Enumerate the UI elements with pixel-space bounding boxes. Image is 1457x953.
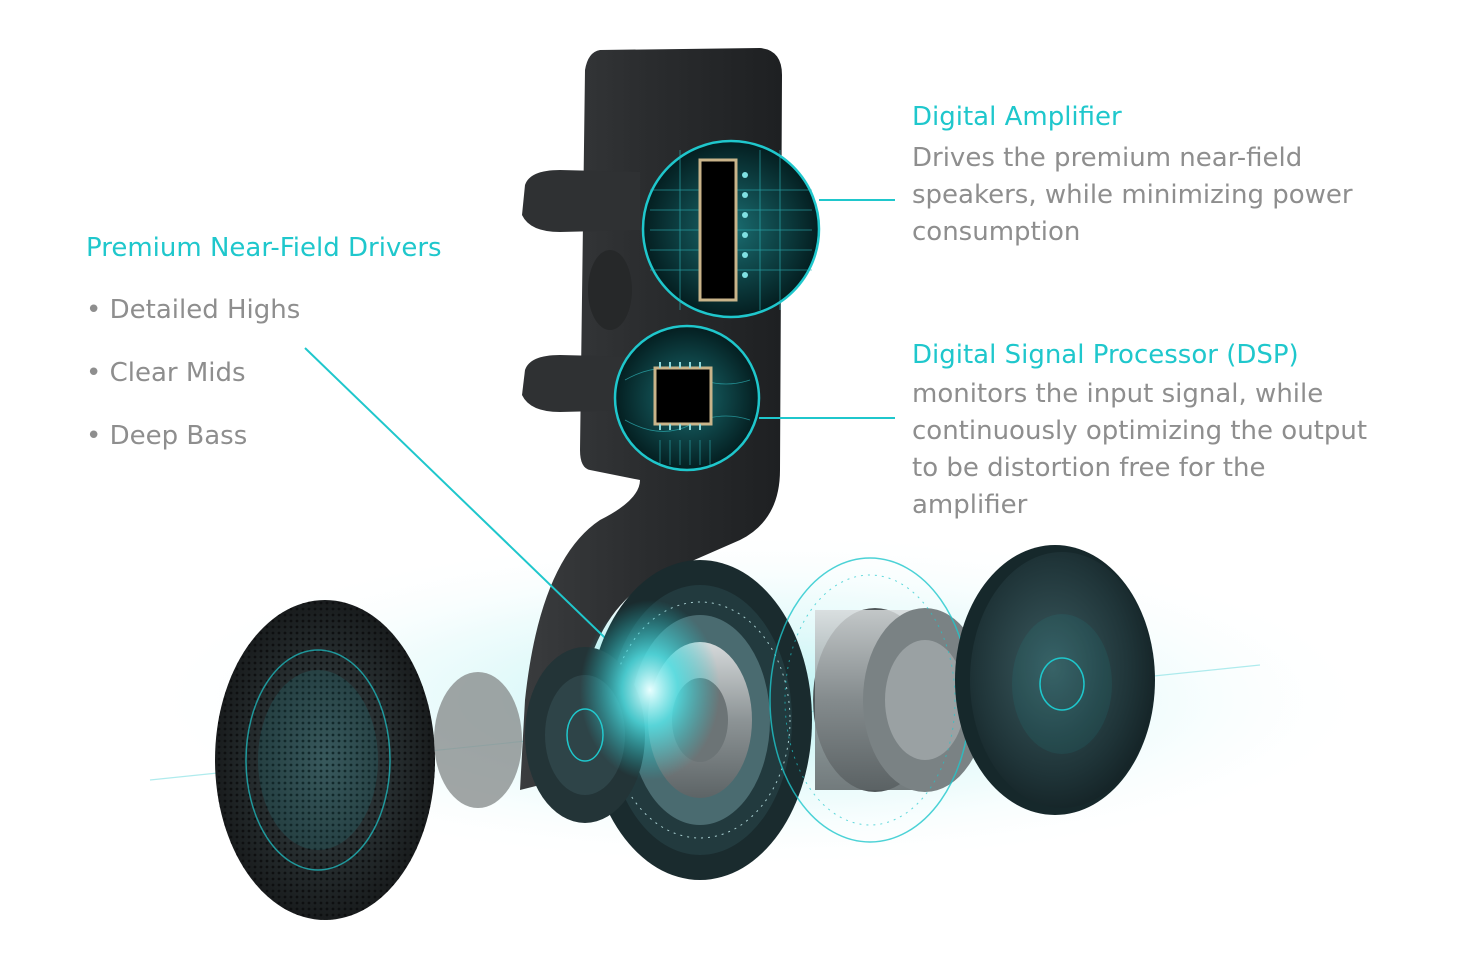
drivers-title: Premium Near-Field Drivers bbox=[86, 233, 442, 263]
dsp-chip-zoom bbox=[613, 324, 761, 472]
acoustic-membrane bbox=[434, 672, 522, 808]
list-item: Deep Bass bbox=[86, 418, 300, 454]
amplifier-title: Digital Amplifier bbox=[912, 102, 1122, 132]
transducer-driver bbox=[769, 557, 987, 843]
dsp-title: Digital Signal Processor (DSP) bbox=[912, 340, 1299, 370]
speaker-grille bbox=[215, 600, 435, 920]
amplifier-chip-zoom bbox=[641, 139, 821, 319]
amplifier-description: Drives the premium near-field speakers, … bbox=[912, 143, 1353, 247]
back-cup bbox=[955, 545, 1155, 815]
drivers-feature-list: Detailed Highs Clear Mids Deep Bass bbox=[86, 292, 301, 481]
dsp-description: monitors the input signal, while continu… bbox=[912, 379, 1368, 520]
energy-glow bbox=[580, 600, 720, 780]
list-item: Clear Mids bbox=[86, 355, 300, 391]
list-item: Detailed Highs bbox=[86, 292, 301, 328]
